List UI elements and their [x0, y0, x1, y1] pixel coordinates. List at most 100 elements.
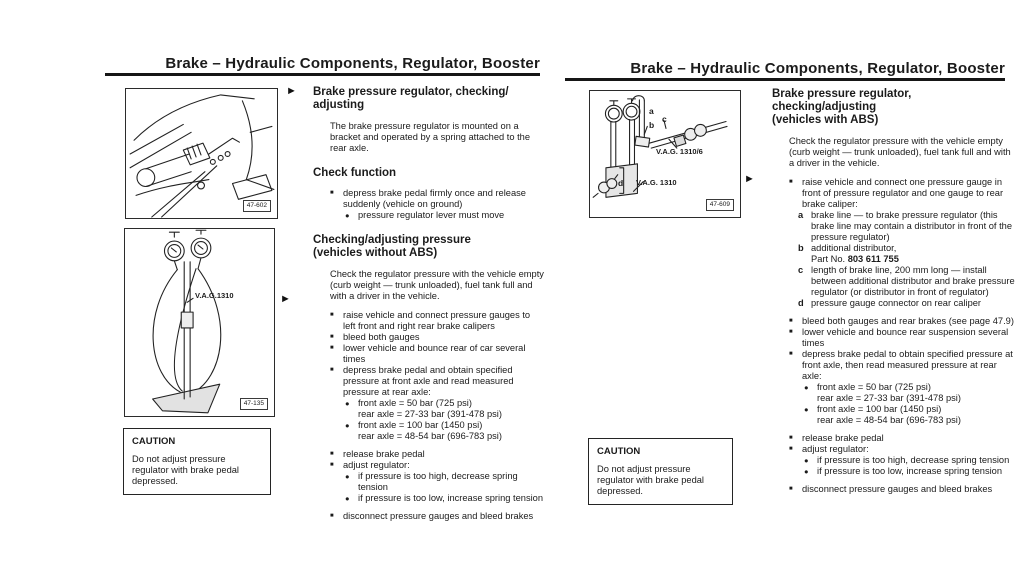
check-function-list: ■ depress brake pedal firmly once and re…: [330, 188, 545, 221]
list-item-text: raise vehicle and connect pressure gauge…: [343, 310, 531, 331]
list-item: ■ depress brake pedal and obtain specifi…: [330, 365, 545, 398]
list-item-text: if pressure is too low, increase spring …: [358, 493, 543, 503]
list-item-text: lower vehicle and bounce rear of car sev…: [343, 343, 526, 364]
list-item-text: adjust regulator:: [802, 444, 869, 454]
list-item: ■ release brake pedal: [789, 433, 1017, 444]
tool-label-vag1310: V.A.G.1310: [195, 291, 234, 300]
check-function-heading: Check function: [313, 167, 397, 179]
list-item: ■ bleed both gauges and rear brakes (see…: [789, 316, 1017, 327]
list-item: rear axle = 48-54 bar (696-783 psi): [330, 431, 545, 442]
callout-d: d: [618, 178, 624, 188]
list-item-text: brake line — to brake pressure regulator…: [811, 210, 1013, 242]
callout-c: c: [662, 114, 667, 124]
caution-text: Do not adjust pressure regulator with br…: [597, 464, 704, 496]
list-item-text: depress brake pedal to obtain specified …: [802, 349, 1013, 381]
list-item-text: release brake pedal: [802, 433, 884, 443]
list-item-text: disconnect pressure gauges and bleed bra…: [802, 484, 993, 494]
list-item: rear axle = 27-33 bar (391-478 psi): [789, 393, 1017, 404]
list-item: b additional distributor,: [789, 243, 1017, 254]
list-item-text: disconnect pressure gauges and bleed bra…: [343, 511, 534, 521]
bullet-marker: ●: [345, 472, 350, 481]
pointer-arrow-icon: ►: [744, 173, 755, 185]
bullet-marker: ●: [804, 405, 809, 414]
procedure-list-right: ■ raise vehicle and connect one pressure…: [789, 177, 1017, 495]
list-item-text: additional distributor,: [811, 243, 897, 253]
callout-b: b: [649, 120, 655, 130]
bullet-marker: a: [798, 210, 804, 220]
bullet-marker: ●: [804, 383, 809, 392]
list-item: ■ lower vehicle and bounce rear of car s…: [330, 343, 545, 365]
list-item-text: if pressure is too high, decrease spring…: [817, 455, 1010, 465]
list-item-text: rear axle = 27-33 bar (391-478 psi): [358, 409, 502, 419]
bullet-marker: ■: [330, 334, 334, 340]
bullet-marker: ■: [789, 446, 793, 452]
bullet-marker: ■: [789, 351, 793, 357]
figure-tag: 47-602: [242, 200, 271, 212]
section-title-checking-adjusting: Brake pressure regulator, checking/ adju…: [313, 86, 509, 111]
list-item: d pressure gauge connector on rear calip…: [789, 298, 1017, 309]
bullet-marker: ●: [804, 456, 809, 465]
intro-paragraph: The brake pressure regulator is mounted …: [330, 121, 531, 153]
list-item: ■ disconnect pressure gauges and bleed b…: [330, 511, 545, 522]
bullet-marker: ■: [330, 345, 334, 351]
list-item-text: pressure gauge connector on rear caliper: [811, 298, 982, 308]
list-item-text: lower vehicle and bounce rear suspension…: [802, 327, 1009, 348]
bullet-marker: ●: [345, 494, 350, 503]
bullet-marker: ■: [789, 486, 793, 492]
list-item-text: front axle = 50 bar (725 psi): [817, 382, 931, 392]
list-item: ■ raise vehicle and connect pressure gau…: [330, 310, 545, 332]
bullet-marker: d: [798, 298, 804, 308]
list-item: ● if pressure is too low, increase sprin…: [330, 493, 545, 504]
list-item: Part No. 803 611 755: [789, 254, 1017, 265]
page-header-left: Brake – Hydraulic Components, Regulator,…: [165, 55, 540, 72]
list-item: ● if pressure is too high, decrease spri…: [789, 455, 1017, 466]
list-item: ● if pressure is too low, increase sprin…: [789, 466, 1017, 477]
text-column-right: Brake pressure regulator, checking/adjus…: [772, 88, 1017, 495]
list-item: ● if pressure is too high, decrease spri…: [330, 471, 545, 493]
bullet-marker: ●: [804, 467, 809, 476]
bullet-marker: ■: [789, 179, 793, 185]
figure-tag: 47-609: [705, 199, 734, 211]
list-item: rear axle = 27-33 bar (391-478 psi): [330, 409, 545, 420]
list-item-text: Part No. 803 611 755: [811, 254, 899, 264]
bullet-marker: ●: [345, 421, 350, 430]
pointer-arrow-icon: ►: [280, 293, 291, 305]
callout-a: a: [649, 106, 654, 116]
bullet-marker: ■: [789, 318, 793, 324]
list-item-text: raise vehicle and connect one pressure g…: [802, 177, 1004, 209]
bullet-marker: ■: [330, 462, 334, 468]
pointer-arrow-icon: ►: [286, 85, 297, 97]
list-item-text: bleed both gauges: [343, 332, 420, 342]
bullet-marker: c: [798, 265, 804, 275]
bullet-marker: ■: [330, 312, 334, 318]
section-title-with-abs: Brake pressure regulator, checking/adjus…: [772, 88, 912, 126]
check-pressure-intro: Check the regulator pressure with the ve…: [789, 136, 1011, 168]
list-item-text: rear axle = 27-33 bar (391-478 psi): [817, 393, 961, 403]
caution-title: CAUTION: [597, 446, 641, 457]
list-item: ● pressure regulator lever must move: [330, 210, 545, 221]
underbody-line-drawing: [129, 94, 275, 218]
caution-title: CAUTION: [132, 436, 176, 447]
bullet-marker: ■: [330, 513, 334, 519]
list-item: ■ raise vehicle and connect one pressure…: [789, 177, 1017, 210]
bullet-marker: ●: [345, 399, 350, 408]
list-item-text: front axle = 100 bar (1450 psi): [358, 420, 483, 430]
bullet-marker: ■: [789, 329, 793, 335]
list-item-text: release brake pedal: [343, 449, 425, 459]
list-item-text: bleed both gauges and rear brakes (see p…: [802, 316, 1014, 326]
list-item-text: if pressure is too high, decrease spring…: [358, 471, 518, 492]
list-item: ■ depress brake pedal to obtain specifie…: [789, 349, 1017, 382]
list-item: ● front axle = 50 bar (725 psi): [330, 398, 545, 409]
list-item-text: front axle = 50 bar (725 psi): [358, 398, 472, 408]
check-pressure-intro: Check the regulator pressure with the ve…: [330, 269, 544, 301]
tool-label-vag1310-6: V.A.G. 1310/6: [656, 147, 703, 156]
list-item: ● front axle = 100 bar (1450 psi): [789, 404, 1017, 415]
section-title-without-abs: Checking/adjusting pressure (vehicles wi…: [313, 234, 471, 259]
bullet-marker: ■: [789, 435, 793, 441]
list-item: a brake line — to brake pressure regulat…: [789, 210, 1017, 243]
bullet-marker: ■: [330, 190, 334, 196]
list-item: ■ adjust regulator:: [330, 460, 545, 471]
list-item: c length of brake line, 200 mm long — in…: [789, 265, 1017, 298]
list-item-text: depress brake pedal firmly once and rele…: [343, 188, 526, 209]
